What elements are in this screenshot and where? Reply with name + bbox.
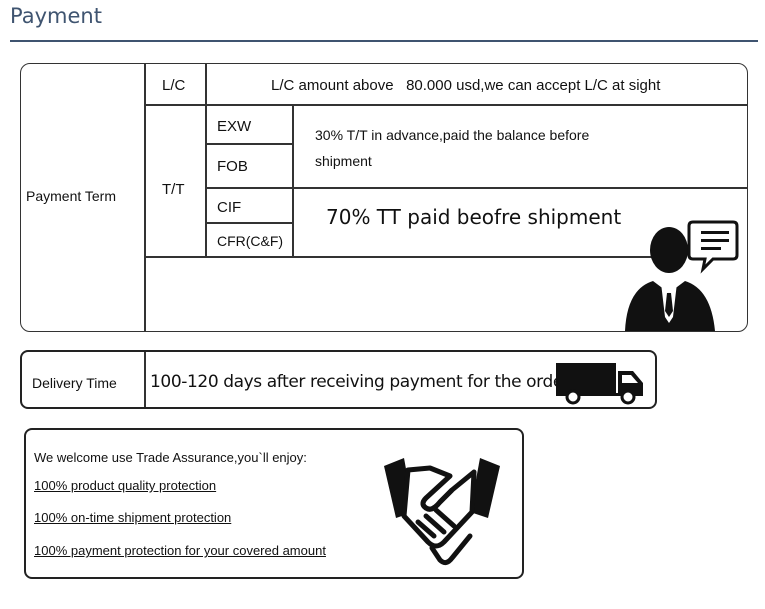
trade-item-quality: 100% product quality protection — [34, 478, 217, 493]
payment-term-label: Payment Term — [26, 188, 116, 204]
delivery-label: Delivery Time — [32, 375, 117, 391]
agent-with-speech-bubble-icon — [623, 219, 739, 331]
divider-exw-fob — [205, 143, 293, 145]
divider-cif-cfr — [205, 222, 293, 224]
delivery-divider — [144, 352, 146, 407]
trade-assurance-intro: We welcome use Trade Assurance,you`ll en… — [34, 450, 307, 465]
group1-text-line2: shipment — [315, 153, 372, 169]
lc-label: L/C — [162, 77, 186, 94]
tt-label: T/T — [162, 181, 185, 198]
divider-lc-row — [144, 104, 747, 106]
trade-item-shipment: 100% on-time shipment protection — [34, 510, 232, 525]
delivery-text: 100-120 days after receiving payment for… — [150, 372, 570, 392]
delivery-truck-icon — [555, 361, 645, 405]
lc-description: L/C amount above 80.000 usd,we can accep… — [271, 77, 661, 94]
divider-group — [205, 187, 747, 189]
trade-assurance-box: We welcome use Trade Assurance,you`ll en… — [24, 428, 524, 579]
page-title: Payment — [10, 4, 102, 28]
term-cif: CIF — [217, 199, 242, 216]
term-fob: FOB — [217, 158, 248, 175]
payment-term-table: Payment Term L/C L/C amount above 80.000… — [20, 63, 748, 332]
delivery-time-box: Delivery Time 100-120 days after receivi… — [20, 350, 657, 409]
divider-bottom-row — [144, 256, 654, 258]
divider-label-col — [144, 64, 146, 331]
divider-method-col — [205, 64, 207, 257]
trade-item-payment: 100% payment protection for your covered… — [34, 543, 326, 558]
handshake-icon — [382, 456, 502, 568]
group1-text-line1: 30% T/T in advance,paid the balance befo… — [315, 127, 590, 143]
divider-terms-col — [292, 105, 294, 257]
group2-text: 70% TT paid beofre shipment — [326, 205, 622, 229]
term-exw: EXW — [217, 118, 252, 135]
term-cfr: CFR(C&F) — [217, 233, 284, 249]
title-divider — [10, 40, 758, 42]
